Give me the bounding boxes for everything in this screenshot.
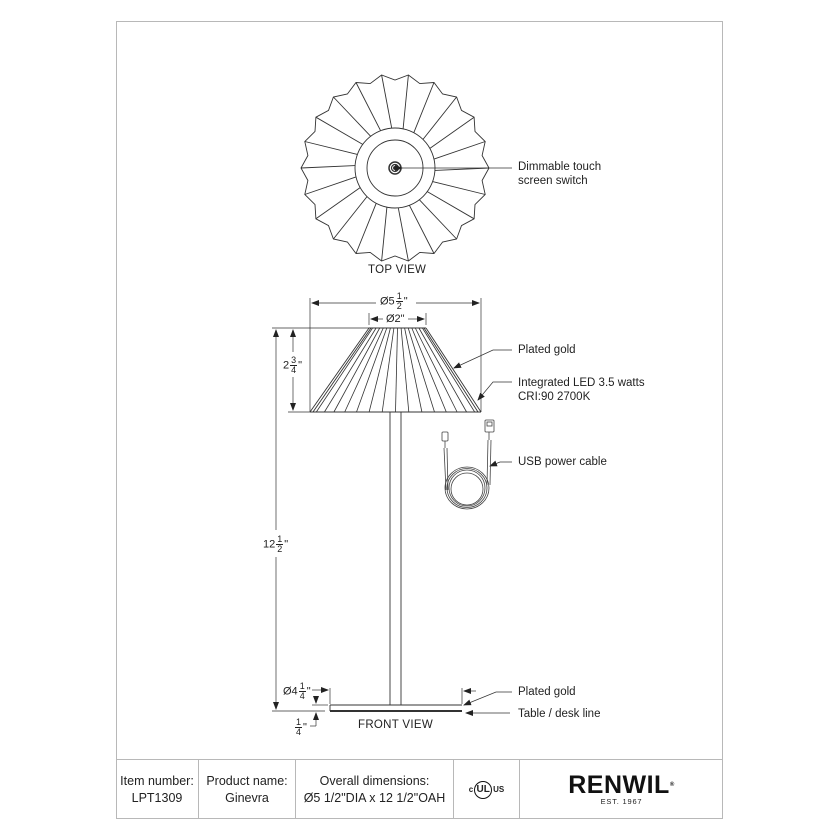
front-view-shade: [309, 327, 482, 413]
callout-usb-cable: USB power cable: [518, 456, 607, 468]
item-number-label: Item number:: [120, 773, 194, 788]
drawing-frame: [116, 21, 723, 819]
dim-shade-top-diameter: Ø2": [386, 313, 405, 325]
top-view-caption: TOP VIEW: [368, 264, 427, 276]
brand-tagline: EST. 1967: [600, 796, 643, 806]
brand-cell: RENWIL® EST. 1967: [520, 760, 723, 819]
dimensions-cell: Overall dimensions: Ø5 1/2"DIA x 12 1/2"…: [296, 760, 454, 819]
brand-logo: RENWIL®: [568, 770, 675, 799]
item-number-cell: Item number: LPT1309: [116, 760, 199, 819]
front-view-caption: FRONT VIEW: [358, 719, 433, 731]
usb-cable: [441, 419, 495, 510]
dimension-lines: [272, 298, 482, 727]
certification-cell: c UL US: [454, 760, 520, 819]
dimensions-label: Overall dimensions:: [319, 773, 430, 788]
lamp-base: [329, 704, 462, 712]
callout-integrated-led: Integrated LED 3.5 watts CRI:90 2700K: [518, 377, 645, 403]
callout-base-plated-gold: Plated gold: [518, 686, 576, 698]
product-name-cell: Product name: Ginevra: [199, 760, 296, 819]
item-number-value: LPT1309: [131, 790, 183, 805]
callout-leaders: [453, 349, 512, 716]
top-view-pleats: [300, 74, 490, 262]
lamp-stem: [389, 412, 402, 705]
title-block: Item number: LPT1309 Product name: Ginev…: [116, 759, 723, 819]
callout-table-line: Table / desk line: [518, 708, 601, 720]
cul-us-listed-icon: c UL US: [469, 780, 504, 799]
dimensions-value: Ø5 1/2"DIA x 12 1/2"OAH: [303, 790, 446, 805]
product-name-label: Product name:: [206, 773, 288, 788]
callout-shade-plated-gold: Plated gold: [518, 344, 576, 356]
callout-touch-switch: Dimmable touch screen switch: [518, 161, 602, 187]
product-name-value: Ginevra: [225, 790, 269, 805]
